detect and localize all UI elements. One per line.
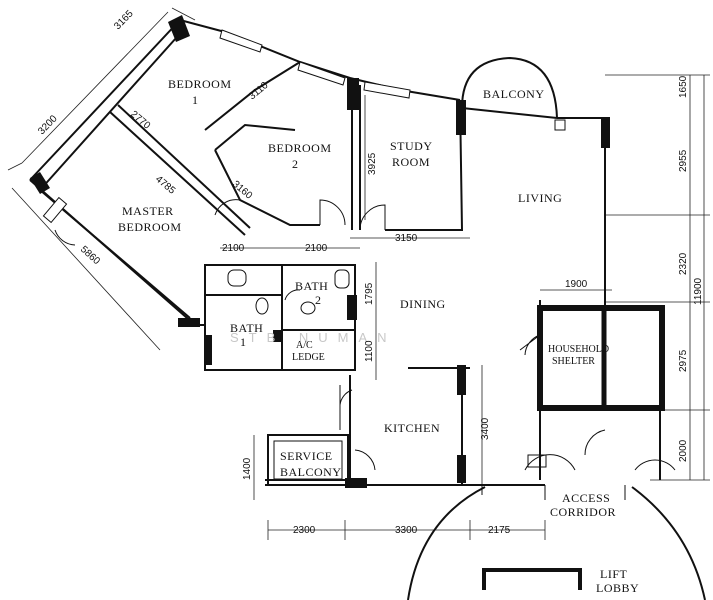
dim-2955: 2955 (678, 149, 689, 172)
dim-3150: 3150 (395, 233, 418, 244)
dimension-lines (7, 7, 710, 540)
dim-4785: 4785 (153, 174, 177, 197)
bedroom2-label-line2: 2 (292, 157, 299, 171)
columns (30, 15, 610, 488)
dim-2300: 2300 (293, 525, 316, 536)
dim-1100: 1100 (364, 340, 375, 362)
living-label: LIVING (518, 191, 562, 205)
watermark-text: STB NUMAN (230, 330, 397, 345)
balcony-label: BALCONY (483, 87, 545, 101)
bath1-label-line2: 1 (240, 335, 247, 349)
dim-3925: 3925 (367, 152, 378, 175)
dining-label: DINING (400, 297, 446, 311)
bedroom1-label-line2: 1 (192, 93, 199, 107)
bedroom2-label-line1: BEDROOM (268, 141, 332, 155)
ac-ledge-label-line1: A/C (296, 340, 313, 351)
dim-1400: 1400 (242, 457, 253, 480)
doors (54, 199, 676, 471)
service-balcony-label-line2: BALCONY (280, 465, 342, 479)
ac-ledge-label-line2: LEDGE (292, 352, 325, 363)
master-bedroom-label-line2: BEDROOM (118, 220, 182, 234)
dim-2100-left: 2100 (222, 243, 245, 254)
fixtures (227, 119, 566, 468)
dim-2320: 2320 (678, 252, 689, 275)
dim-2770: 2770 (128, 109, 152, 132)
study-room-label-line2: ROOM (392, 155, 430, 169)
bedroom1-label-line1: BEDROOM (168, 77, 232, 91)
dim-1795: 1795 (364, 282, 375, 305)
study-room-label-line1: STUDY (390, 139, 433, 153)
dim-1900: 1900 (565, 279, 588, 290)
dim-2100-right: 2100 (305, 243, 328, 254)
household-shelter-label-line1: HOUSEHOLD (548, 344, 609, 355)
lobby-curves (407, 486, 706, 600)
dim-3165: 3165 (112, 8, 136, 32)
bath1-label-line1: BATH (230, 321, 263, 335)
service-balcony-label-line1: SERVICE (280, 449, 333, 463)
dim-2000: 2000 (678, 439, 689, 462)
room-labels: BEDROOM 1 BEDROOM 2 MASTER BEDROOM STUDY… (118, 77, 639, 595)
windows (42, 29, 411, 224)
household-shelter-label-line2: SHELTER (552, 356, 595, 367)
lift-lobby-label-line1: LIFT (600, 567, 628, 581)
bath2-label-line2: 2 (315, 293, 322, 307)
dim-3160: 3160 (230, 179, 254, 202)
walls (29, 18, 665, 500)
master-bedroom-label-line1: MASTER (122, 204, 174, 218)
dim-3400: 3400 (480, 417, 491, 440)
dim-3200: 3200 (36, 113, 60, 137)
dim-2975: 2975 (678, 349, 689, 372)
dim-3300: 3300 (395, 525, 418, 536)
dim-2175: 2175 (488, 525, 511, 536)
bath2-label-line1: BATH (295, 279, 328, 293)
access-corridor-label-line2: CORRIDOR (550, 505, 616, 519)
dim-11900: 11900 (693, 277, 704, 305)
dim-1650: 1650 (678, 75, 689, 98)
kitchen-label: KITCHEN (384, 421, 440, 435)
lift-lobby-label-line2: LOBBY (596, 581, 639, 595)
access-corridor-label-line1: ACCESS (562, 491, 610, 505)
